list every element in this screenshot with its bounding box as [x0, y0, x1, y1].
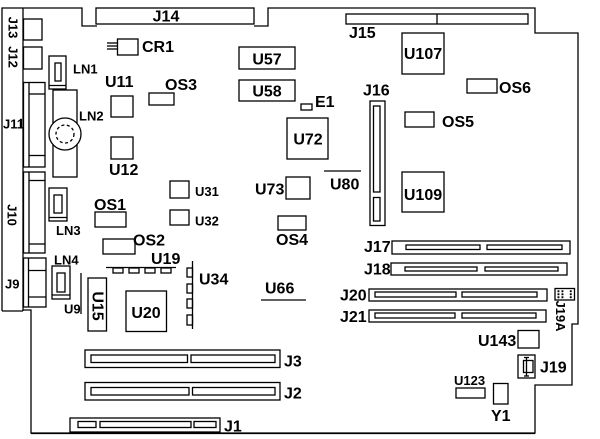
svg-text:OS1: OS1 [94, 197, 126, 214]
svg-text:OS5: OS5 [442, 114, 474, 131]
svg-text:J13: J13 [6, 17, 21, 39]
svg-text:J14: J14 [153, 9, 180, 26]
svg-text:J18: J18 [364, 262, 391, 279]
svg-text:U32: U32 [195, 214, 219, 229]
svg-text:U107: U107 [404, 46, 442, 63]
svg-text:LN3: LN3 [56, 223, 81, 238]
svg-text:U80: U80 [330, 177, 359, 194]
svg-text:J9: J9 [5, 277, 19, 292]
svg-text:J3: J3 [284, 354, 302, 371]
svg-text:OS3: OS3 [165, 77, 197, 94]
svg-text:LN2: LN2 [79, 109, 104, 124]
svg-text:U31: U31 [195, 184, 219, 199]
svg-text:U143: U143 [478, 333, 516, 350]
svg-text:U58: U58 [252, 84, 281, 101]
svg-text:J16: J16 [363, 83, 390, 100]
svg-text:J15: J15 [349, 25, 376, 42]
svg-text:J21: J21 [340, 309, 367, 326]
svg-text:U73: U73 [255, 182, 284, 199]
svg-text:OS2: OS2 [133, 233, 165, 250]
svg-text:LN4: LN4 [54, 253, 79, 268]
svg-text:U109: U109 [404, 187, 442, 204]
svg-text:U66: U66 [265, 281, 294, 298]
svg-text:U11: U11 [105, 74, 134, 91]
svg-text:U34: U34 [199, 272, 228, 289]
svg-text:J11: J11 [3, 117, 24, 132]
svg-text:E1: E1 [315, 94, 335, 111]
svg-text:U12: U12 [109, 162, 138, 179]
svg-text:J17: J17 [364, 239, 391, 256]
svg-text:U15: U15 [89, 291, 106, 320]
svg-text:U19: U19 [151, 251, 180, 268]
svg-text:U9: U9 [64, 302, 81, 317]
svg-text:U20: U20 [131, 305, 160, 322]
svg-text:J2: J2 [284, 386, 302, 403]
svg-text:CR1: CR1 [142, 39, 174, 56]
svg-text:Y1: Y1 [491, 408, 511, 425]
svg-text:OS4: OS4 [276, 232, 308, 249]
svg-text:U72: U72 [293, 132, 322, 149]
svg-text:LN1: LN1 [73, 62, 98, 77]
svg-text:OS6: OS6 [499, 80, 531, 97]
svg-text:J10: J10 [5, 204, 20, 226]
svg-text:J1: J1 [224, 419, 242, 436]
svg-text:J20: J20 [340, 288, 367, 305]
svg-text:U123: U123 [454, 373, 485, 388]
svg-text:J19A: J19A [553, 300, 568, 332]
svg-text:J19: J19 [540, 360, 567, 377]
svg-text:J12: J12 [6, 46, 21, 68]
svg-text:U57: U57 [252, 52, 281, 69]
